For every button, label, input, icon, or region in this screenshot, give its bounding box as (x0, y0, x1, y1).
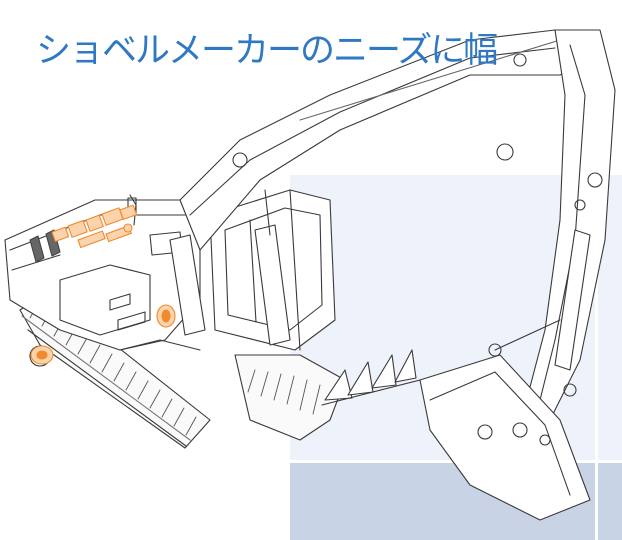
engine-components-highlight (51, 204, 138, 249)
stick-arm (488, 29, 616, 431)
headline: ショベルメーカーのニーズに幅 (36, 31, 498, 71)
boom-arm (169, 29, 591, 346)
cab-fitting-highlight (156, 304, 176, 328)
highlighted-parts (30, 204, 176, 365)
track-fitting-highlight (30, 345, 54, 365)
panel-divider (595, 175, 598, 540)
bucket (321, 349, 591, 521)
